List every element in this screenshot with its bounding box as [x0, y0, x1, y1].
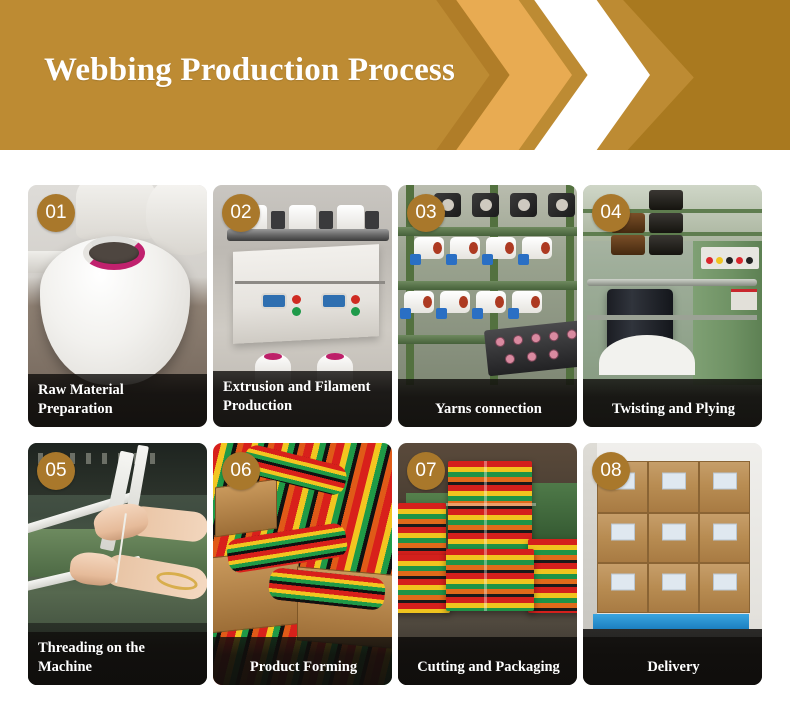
step-number-badge: 07: [407, 452, 445, 490]
process-steps-grid: 01 Raw Material Preparation 02 Extrusion…: [28, 185, 762, 685]
step-number-badge: 06: [222, 452, 260, 490]
process-step-card[interactable]: 02 Extrusion and Filament Production: [213, 185, 392, 427]
process-step-card[interactable]: 04 Twisting and Plying: [583, 185, 762, 427]
step-caption: Delivery: [583, 637, 762, 685]
step-number-badge: 05: [37, 452, 75, 490]
process-step-card[interactable]: 08 Delivery: [583, 443, 762, 685]
step-caption: Raw Material Preparation: [28, 374, 207, 427]
header-banner: Webbing Production Process: [0, 0, 790, 150]
process-step-card[interactable]: 07 Cutting and Packaging: [398, 443, 577, 685]
process-step-card[interactable]: 06 Product Forming: [213, 443, 392, 685]
step-caption: Cutting and Packaging: [398, 637, 577, 685]
step-number-badge: 03: [407, 194, 445, 232]
step-caption: Yarns connection: [398, 379, 577, 427]
step-number-badge: 08: [592, 452, 630, 490]
process-step-card[interactable]: 03 Yarns connection: [398, 185, 577, 427]
page-title: Webbing Production Process: [44, 52, 456, 88]
step-number-badge: 01: [37, 194, 75, 232]
step-caption: Threading on the Machine: [28, 632, 207, 685]
step-caption: Product Forming: [213, 637, 392, 685]
process-step-card[interactable]: 01 Raw Material Preparation: [28, 185, 207, 427]
process-step-card[interactable]: 05 Threading on the Machine: [28, 443, 207, 685]
step-number-badge: 02: [222, 194, 260, 232]
step-caption: Twisting and Plying: [583, 379, 762, 427]
step-number-badge: 04: [592, 194, 630, 232]
step-caption: Extrusion and Filament Production: [213, 371, 392, 427]
